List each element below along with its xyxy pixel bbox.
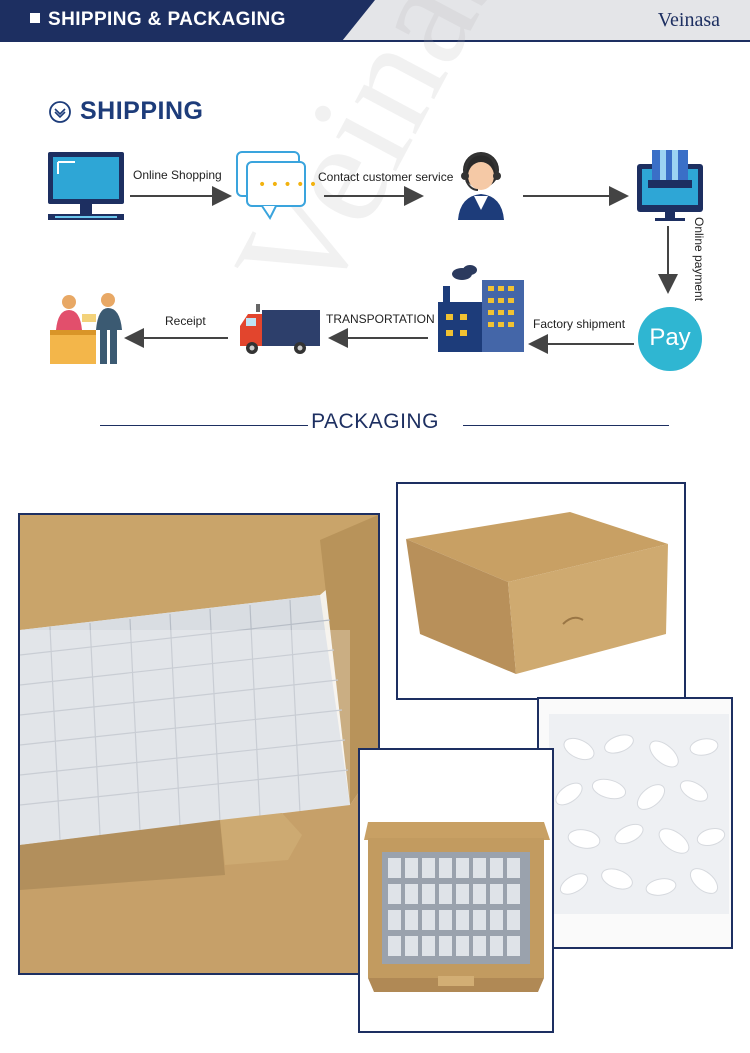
divider-right bbox=[463, 425, 669, 426]
payment-terminal-icon bbox=[637, 150, 703, 221]
open-box-illustration bbox=[20, 515, 378, 973]
svg-text:• • • • •: • • • • • bbox=[258, 177, 317, 193]
customer-service-agent-icon bbox=[458, 152, 504, 220]
shipping-flow-diagram: • • • • • bbox=[48, 150, 703, 371]
box-tray-illustration bbox=[360, 750, 552, 1031]
page-title: SHIPPING & PACKAGING bbox=[30, 9, 286, 31]
step-label-online-shopping: Online Shopping bbox=[133, 168, 222, 182]
header-title-bar bbox=[0, 0, 375, 42]
shipping-heading: SHIPPING bbox=[48, 97, 203, 126]
packaging-heading: PACKAGING bbox=[0, 410, 750, 434]
photo-box-with-tray bbox=[358, 748, 554, 1033]
photo-foam-packing bbox=[537, 697, 733, 949]
foam-peanuts-illustration bbox=[539, 699, 731, 947]
photo-closed-box bbox=[396, 482, 686, 700]
step-label-online-payment: Online payment bbox=[692, 217, 706, 302]
chevron-down-circle-icon bbox=[49, 100, 71, 123]
computer-monitor-icon bbox=[48, 152, 124, 220]
closed-box-illustration bbox=[398, 484, 684, 698]
pay-badge-icon bbox=[638, 307, 702, 371]
step-label-contact-service: Contact customer service bbox=[318, 170, 454, 184]
factory-icon bbox=[438, 265, 524, 352]
packaging-heading-text: PACKAGING bbox=[311, 410, 439, 433]
divider-left bbox=[100, 425, 308, 426]
page-title-text: SHIPPING & PACKAGING bbox=[48, 9, 286, 30]
shipping-heading-text: SHIPPING bbox=[80, 97, 204, 125]
step-label-receipt: Receipt bbox=[165, 314, 206, 328]
pay-badge-text: Pay bbox=[649, 324, 691, 351]
photo-open-box-tray bbox=[18, 513, 380, 975]
delivery-truck-icon bbox=[240, 304, 320, 354]
receipt-handover-icon bbox=[50, 293, 122, 364]
square-bullet-icon bbox=[30, 13, 40, 23]
step-label-factory-shipment: Factory shipment bbox=[533, 317, 626, 331]
header-underline bbox=[0, 40, 750, 42]
brand-name: Veinasa bbox=[657, 9, 720, 31]
step-label-transportation: TRANSPORTATION bbox=[326, 312, 435, 326]
chat-bubbles-icon: • • • • • bbox=[236, 151, 317, 220]
